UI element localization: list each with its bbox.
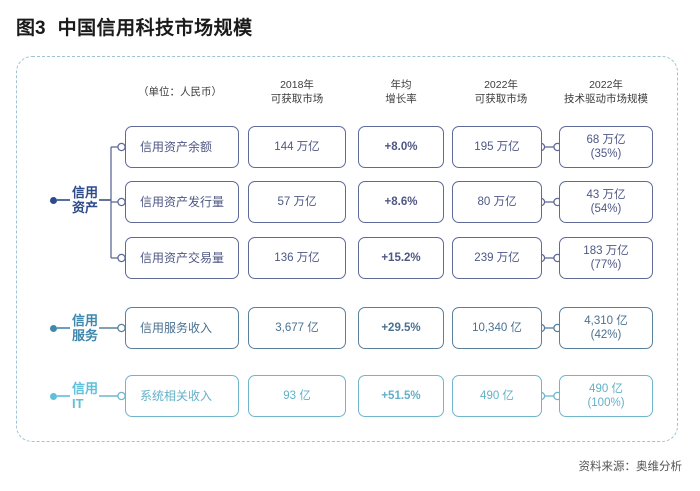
cell-cagr[interactable]: +51.5% [358, 375, 444, 417]
metric-label: 信用资产余额 [140, 140, 213, 154]
cell-market-2022[interactable]: 195 万亿 [452, 126, 542, 168]
group-label-credit-it: 信用 IT [72, 381, 99, 411]
column-header-market-2018: 2018年 可获取市场 [270, 79, 324, 105]
cell-market-2022[interactable]: 239 万亿 [452, 237, 542, 279]
cell-market-2022[interactable]: 10,340 亿 [452, 307, 542, 349]
figure-number: 图3 [16, 18, 46, 39]
tech-share: (100%) [587, 397, 625, 409]
group-label-credit-services: 信用 服务 [72, 313, 99, 343]
figure-title-text: 中国信用科技市场规模 [57, 18, 253, 39]
cell-cagr[interactable]: +8.0% [358, 126, 444, 168]
cell-market-2022[interactable]: 80 万亿 [452, 181, 542, 223]
group-bullet-credit-it [50, 392, 57, 400]
tech-value: 43 万亿 [586, 189, 626, 201]
cell-market-2018[interactable]: 3,677 亿 [248, 307, 346, 349]
cell-market-2018[interactable]: 93 亿 [248, 375, 346, 417]
tech-share: (54%) [590, 203, 622, 215]
tech-share: (77%) [590, 259, 622, 271]
tech-share: (35%) [590, 148, 622, 160]
group-label-credit-assets: 信用 资产 [72, 185, 99, 215]
cell-tech-market-2022[interactable]: 490 亿 (100%) [559, 375, 653, 417]
group-bullet-credit-services [50, 324, 57, 332]
tech-value: 490 亿 [589, 383, 623, 395]
tech-value: 4,310 亿 [584, 315, 628, 327]
cell-market-2018[interactable]: 144 万亿 [248, 126, 346, 168]
column-header-cagr: 年均 增长率 [385, 79, 417, 105]
group-bullet-credit-assets [50, 196, 57, 204]
cell-tech-market-2022[interactable]: 4,310 亿 (42%) [559, 307, 653, 349]
table-row[interactable]: 信用资产余额 [125, 126, 239, 168]
tech-share: (42%) [590, 329, 622, 341]
metric-label: 系统相关收入 [140, 389, 213, 403]
cell-market-2018[interactable]: 57 万亿 [248, 181, 346, 223]
chart-container [16, 56, 678, 442]
cell-market-2018[interactable]: 136 万亿 [248, 237, 346, 279]
metric-label: 信用资产发行量 [140, 195, 225, 209]
table-row[interactable]: 信用服务收入 [125, 307, 239, 349]
source-note: 资料来源：奥维分析 [578, 461, 683, 473]
cell-cagr[interactable]: +15.2% [358, 237, 444, 279]
cell-tech-market-2022[interactable]: 68 万亿 (35%) [559, 126, 653, 168]
cell-tech-market-2022[interactable]: 183 万亿 (77%) [559, 237, 653, 279]
cell-cagr[interactable]: +29.5% [358, 307, 444, 349]
cell-tech-market-2022[interactable]: 43 万亿 (54%) [559, 181, 653, 223]
page-title: 图3 中国信用科技市场规模 [16, 13, 253, 40]
cell-cagr[interactable]: +8.6% [358, 181, 444, 223]
table-row[interactable]: 系统相关收入 [125, 375, 239, 417]
cell-market-2022[interactable]: 490 亿 [452, 375, 542, 417]
tech-value: 183 万亿 [583, 245, 629, 257]
metric-label: 信用资产交易量 [140, 251, 225, 265]
column-header-tech-market-2022: 2022年 技术驱动市场规模 [564, 79, 648, 105]
column-header-unit: （单位：人民币） [138, 86, 222, 98]
table-row[interactable]: 信用资产交易量 [125, 237, 239, 279]
table-row[interactable]: 信用资产发行量 [125, 181, 239, 223]
column-header-market-2022: 2022年 可获取市场 [474, 79, 528, 105]
tech-value: 68 万亿 [586, 134, 626, 146]
metric-label: 信用服务收入 [140, 321, 213, 335]
